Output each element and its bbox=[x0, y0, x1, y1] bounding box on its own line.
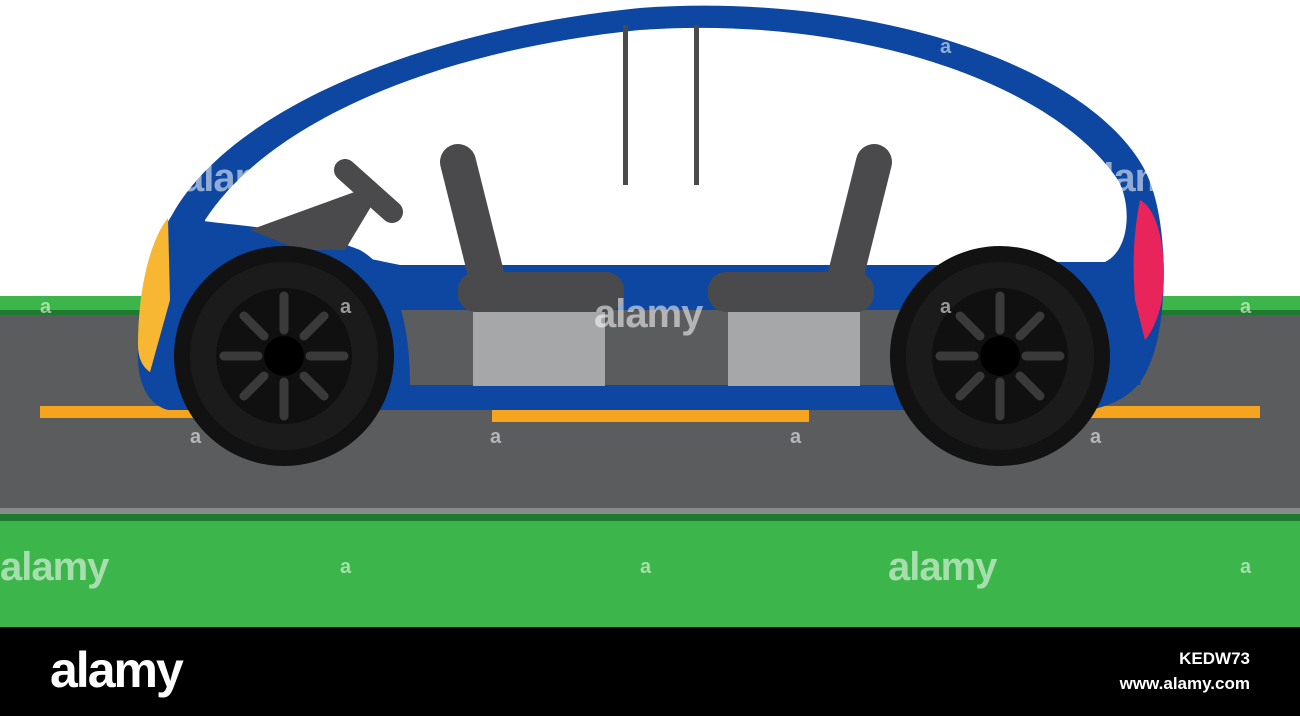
steering-wheel bbox=[334, 159, 403, 223]
watermark-alamy: alamy bbox=[182, 156, 291, 200]
rear-wheel bbox=[890, 246, 1110, 466]
lane-marking-right bbox=[1080, 406, 1260, 418]
watermark-letter: a bbox=[940, 296, 952, 318]
watermark-letter: a bbox=[40, 296, 52, 318]
lane-marking-center bbox=[492, 410, 809, 422]
watermark-letter: a bbox=[340, 296, 352, 318]
site-url: www.alamy.com bbox=[1119, 674, 1250, 693]
grass-field-bottom bbox=[0, 521, 1300, 627]
watermark-alamy: alamy bbox=[888, 545, 997, 589]
image-id: KEDW73 bbox=[1179, 649, 1250, 668]
watermark-letter: a bbox=[940, 36, 952, 58]
rear-seat-back bbox=[824, 144, 892, 308]
watermark-letter: a bbox=[640, 36, 652, 58]
autonomous-car-illustration bbox=[0, 5, 1300, 627]
car-cabin-window bbox=[205, 27, 1127, 266]
front-seat-base bbox=[473, 312, 605, 386]
rear-seat-base bbox=[728, 312, 860, 386]
watermark-letter: a bbox=[490, 426, 502, 448]
watermark-letter: a bbox=[1240, 296, 1252, 318]
watermark-alamy: alamy bbox=[0, 545, 109, 589]
watermark-letter: a bbox=[790, 426, 802, 448]
steering-column bbox=[250, 190, 372, 250]
alamy-logo: alamy bbox=[50, 642, 184, 698]
stock-footer-bar: alamy KEDW73 www.alamy.com bbox=[0, 627, 1300, 716]
grass-edge-bottom bbox=[0, 514, 1300, 521]
taillight bbox=[1133, 200, 1164, 340]
watermark-letter: a bbox=[1090, 426, 1102, 448]
watermark-letter: a bbox=[340, 556, 352, 578]
ceiling-handle-left bbox=[623, 25, 628, 185]
ceiling-handle-right bbox=[694, 25, 699, 185]
watermark-letter: a bbox=[640, 556, 652, 578]
rear-seat-cushion bbox=[708, 272, 874, 312]
front-seat-cushion bbox=[458, 272, 624, 312]
watermark-letter: a bbox=[1240, 556, 1252, 578]
watermark-alamy: alamy bbox=[1082, 156, 1191, 200]
watermark-alamy: alamy bbox=[594, 292, 703, 336]
watermark-letter: a bbox=[190, 426, 202, 448]
front-wheel bbox=[174, 246, 394, 466]
road-edge-bottom bbox=[0, 508, 1300, 514]
headlight bbox=[138, 218, 170, 372]
front-seat-back bbox=[440, 144, 508, 308]
